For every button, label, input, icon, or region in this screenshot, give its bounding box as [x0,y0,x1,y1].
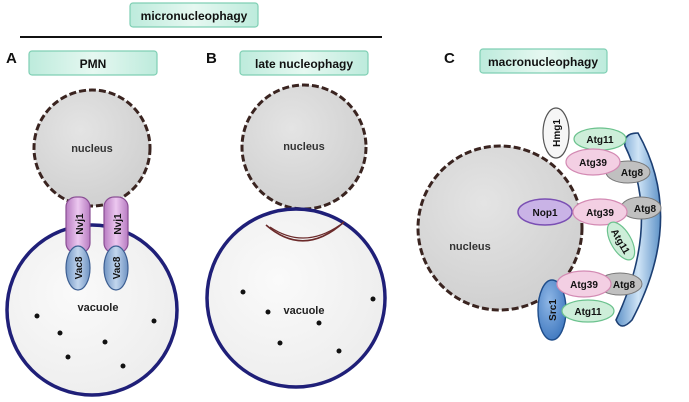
protein-vac8-right: Vac8 [103,245,129,291]
atg8-top-label: Atg8 [621,168,644,179]
protein-atg8-mid: Atg8 [620,196,662,220]
protein-atg11-mid: Atg11 [606,221,636,261]
panel-c-title: macronucleophagy [488,55,598,69]
panel-a-title-box: PMN [28,50,158,76]
panel-b-nucleus-label: nucleus [283,141,325,153]
panel-c-letter: C [444,50,455,67]
panel-a-vacuole-label: vacuole [78,302,119,314]
panel-b-title: late nucleophagy [255,57,353,71]
nop1-label: Nop1 [533,208,558,219]
protein-nvj1-left: Nvj1 [65,196,91,254]
src1-label: Src1 [548,299,559,321]
panel-a-nucleus [32,88,152,208]
protein-vac8-left: Vac8 [65,245,91,291]
panel-b-vacuole [205,207,387,389]
panel-c: C macronucleophagy nucleus Hmg1 Atg11 At… [416,48,662,341]
protein-hmg1: Hmg1 [542,107,570,159]
panel-a-title: PMN [80,57,107,71]
protein-nvj1-right: Nvj1 [103,196,129,254]
vac8-left-label: Vac8 [74,256,85,279]
atg8-bot-label: Atg8 [613,280,636,291]
atg8-mid-label: Atg8 [634,204,657,215]
panel-a-letter: A [6,50,17,67]
atg39-bot-label: Atg39 [570,280,598,291]
panel-b: B late nucleophagy nucleus vacuole [205,50,387,389]
header-title: micronucleophagy [141,9,248,23]
protein-atg39-mid: Atg39 [572,198,628,226]
panel-a-vacuole-particles [34,313,157,369]
protein-atg39-top: Atg39 [565,148,621,176]
panel-c-nucleus-label: nucleus [449,241,491,253]
atg11-top-label: Atg11 [586,135,614,146]
atg39-mid-label: Atg39 [586,208,614,219]
atg11-bot-label: Atg11 [574,307,602,318]
panel-b-membrane-neck [265,221,345,242]
protein-atg11-top: Atg11 [573,127,627,151]
panel-b-letter: B [206,50,217,67]
panel-a-vacuole [5,223,179,397]
atg39-top-label: Atg39 [579,158,607,169]
protein-atg11-bot: Atg11 [561,299,615,323]
nvj1-left-label: Nvj1 [75,213,86,235]
panel-a: A PMN nucleus vacuole Nvj1 Nvj1 Vac8 Vac… [5,50,179,397]
panel-b-membrane-neck-inner [269,224,341,239]
panel-b-vacuole-label: vacuole [284,305,325,317]
vac8-right-label: Vac8 [112,256,123,279]
panel-c-title-box: macronucleophagy [479,48,608,74]
panel-b-vacuole-particles [240,289,376,354]
panel-b-title-box: late nucleophagy [239,50,369,76]
nvj1-right-label: Nvj1 [113,213,124,235]
hmg1-label: Hmg1 [552,119,563,147]
protein-nop1: Nop1 [517,198,573,226]
protein-atg39-bot: Atg39 [556,270,612,298]
phagophore [615,132,662,327]
panel-b-nucleus [240,83,368,211]
panel-a-nucleus-label: nucleus [71,143,113,155]
header-title-box: micronucleophagy [129,2,259,28]
panel-c-nucleus [416,144,584,312]
